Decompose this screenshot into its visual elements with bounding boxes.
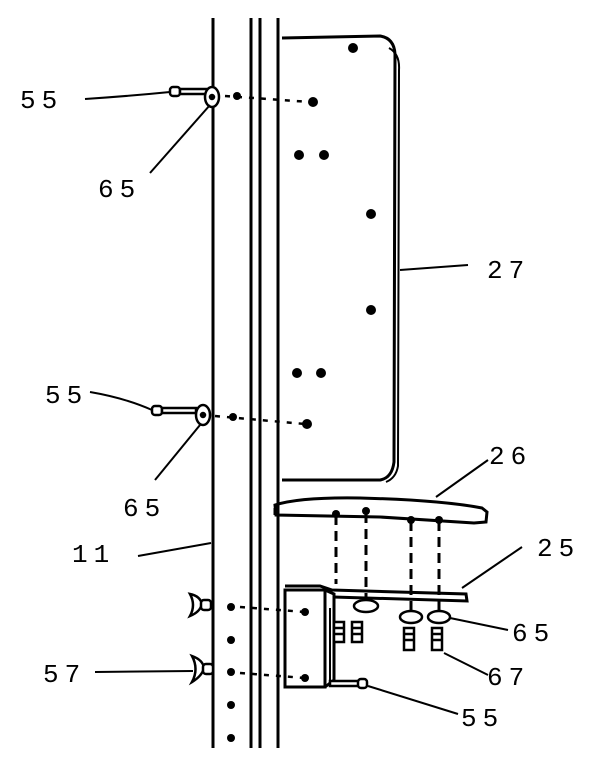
seat bbox=[273, 496, 489, 525]
label-57: 57 bbox=[43, 660, 86, 690]
label-25: 25 bbox=[537, 534, 580, 564]
bracket-hole-upper bbox=[301, 608, 309, 616]
washers bbox=[352, 598, 452, 625]
screws-67 bbox=[402, 626, 444, 652]
bracket-fasteners bbox=[332, 620, 364, 644]
label-55-top: 55 bbox=[20, 86, 63, 116]
label-65-top: 65 bbox=[98, 175, 141, 205]
post-hole-top bbox=[233, 92, 241, 100]
bolt-55-bottom bbox=[328, 677, 369, 690]
post-holes bbox=[227, 603, 235, 742]
label-55-mid: 55 bbox=[45, 381, 88, 411]
bolt-55-mid bbox=[150, 403, 212, 427]
backrest-holes bbox=[292, 43, 376, 429]
label-26: 26 bbox=[489, 442, 532, 472]
label-65-mid: 65 bbox=[123, 494, 166, 524]
label-11: 11 bbox=[72, 540, 115, 570]
label-55-bottom: 55 bbox=[461, 704, 504, 734]
post-hole-mid bbox=[229, 413, 237, 421]
wing-nut-lower bbox=[188, 653, 215, 686]
seat-holes bbox=[332, 507, 443, 524]
label-27: 27 bbox=[487, 256, 530, 286]
seat-alignment-lines bbox=[334, 513, 441, 612]
label-65-bottom: 65 bbox=[512, 619, 555, 649]
bracket-hole-lower bbox=[301, 674, 309, 682]
label-67: 67 bbox=[487, 663, 530, 693]
wing-nut-upper bbox=[187, 592, 213, 619]
leader-lines bbox=[84, 91, 523, 715]
bolt-55-top bbox=[168, 85, 221, 109]
upright-post bbox=[211, 18, 280, 748]
backrest-panel bbox=[281, 34, 401, 483]
